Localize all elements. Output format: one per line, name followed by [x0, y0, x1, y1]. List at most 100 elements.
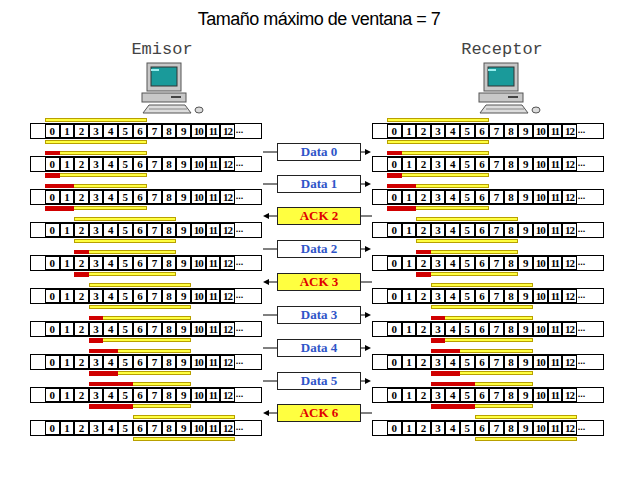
- sequence-cell: 9: [176, 289, 191, 303]
- sequence-cell: 10: [533, 190, 548, 204]
- sequence-cell: 4: [445, 289, 460, 303]
- sequence-cell: 0: [45, 124, 60, 138]
- sequence-cell: 8: [162, 124, 177, 138]
- sent-bar: [89, 338, 104, 343]
- sequence-cell: 11: [206, 322, 221, 336]
- sequence-cell: 1: [402, 355, 417, 369]
- sequence-cell: 12: [220, 190, 235, 204]
- sequence-cell: 5: [118, 190, 133, 204]
- sequence-cell: 6: [475, 190, 490, 204]
- sequence-cell: 4: [103, 190, 118, 204]
- sequence-cell: 6: [475, 157, 490, 171]
- window-bar: [431, 283, 533, 287]
- continuation-dots: ...: [578, 322, 598, 336]
- sent-bar: [89, 382, 133, 386]
- sequence-cell: 4: [103, 322, 118, 336]
- sequence-cell: 6: [133, 223, 148, 237]
- sequence-cell: 3: [89, 124, 104, 138]
- sequence-cell: 11: [548, 256, 563, 270]
- sequence-cell: 3: [89, 223, 104, 237]
- computer-icon: [142, 63, 203, 113]
- sequence-cell: 1: [60, 223, 75, 237]
- sequence-cell: 7: [147, 388, 162, 402]
- sent-bar: [89, 371, 118, 376]
- sequence-cell: 4: [445, 157, 460, 171]
- continuation-dots: ...: [578, 124, 598, 138]
- window-bar: [475, 415, 577, 419]
- sent-bar: [89, 349, 118, 353]
- sequence-cell: 2: [416, 322, 431, 336]
- sequence-cell: 9: [176, 157, 191, 171]
- sequence-cell: 4: [445, 322, 460, 336]
- sequence-cell: 7: [147, 289, 162, 303]
- sequence-cell: 12: [220, 388, 235, 402]
- sequence-cell: 8: [504, 322, 519, 336]
- message-box: Data 2: [277, 240, 361, 258]
- continuation-dots: ...: [236, 256, 256, 270]
- continuation-dots: ...: [236, 322, 256, 336]
- sequence-cell: 4: [103, 124, 118, 138]
- sequence-cell: 1: [402, 256, 417, 270]
- sent-bar: [45, 206, 74, 211]
- sequence-cell: 5: [118, 322, 133, 336]
- sequence-cell: 8: [162, 322, 177, 336]
- sequence-cell: 3: [89, 421, 104, 435]
- window-bar: [45, 173, 147, 177]
- sequence-cell: 0: [45, 223, 60, 237]
- sequence-cell: 0: [387, 289, 402, 303]
- sequence-cell: 6: [475, 322, 490, 336]
- sequence-cell: 6: [133, 157, 148, 171]
- sequence-cell: 10: [533, 322, 548, 336]
- window-bar: [431, 316, 533, 320]
- sequence-cell: 4: [445, 124, 460, 138]
- sequence-cell: 8: [504, 355, 519, 369]
- sequence-cell: 8: [162, 355, 177, 369]
- sequence-cell: 9: [176, 256, 191, 270]
- sequence-cell: 11: [548, 157, 563, 171]
- sequence-cell: 4: [103, 289, 118, 303]
- sequence-cell: 6: [133, 289, 148, 303]
- sequence-cell: 6: [133, 421, 148, 435]
- sequence-cell: 5: [460, 124, 475, 138]
- sent-bar: [45, 151, 60, 155]
- sequence-cell: 8: [162, 289, 177, 303]
- sequence-cell: 4: [445, 190, 460, 204]
- sequence-cell: 4: [445, 223, 460, 237]
- sequence-cell: 6: [475, 256, 490, 270]
- host-label: Emisor: [72, 40, 252, 59]
- sequence-cell: 0: [387, 388, 402, 402]
- window-bar: [133, 437, 235, 441]
- sent-bar: [431, 338, 446, 343]
- sequence-cell: 2: [74, 190, 89, 204]
- sequence-cell: 11: [548, 124, 563, 138]
- sequence-cell: 6: [133, 388, 148, 402]
- sequence-cell: 6: [475, 421, 490, 435]
- sequence-cell: 7: [147, 421, 162, 435]
- window-bar: [89, 316, 191, 320]
- sequence-cell: 10: [191, 256, 206, 270]
- sequence-cell: 1: [60, 190, 75, 204]
- sequence-cell: 12: [220, 124, 235, 138]
- sequence-cell: 9: [518, 388, 533, 402]
- window-bar: [74, 272, 176, 276]
- sequence-cell: 12: [562, 322, 577, 336]
- sequence-cell: 6: [133, 256, 148, 270]
- sequence-cell: 12: [562, 388, 577, 402]
- window-bar: [45, 118, 147, 122]
- sent-bar: [45, 184, 74, 188]
- sequence-cell: 10: [533, 289, 548, 303]
- sequence-cell: 2: [416, 256, 431, 270]
- message-box: ACK 3: [277, 273, 361, 291]
- sequence-cell: 2: [416, 355, 431, 369]
- sequence-cell: 9: [518, 157, 533, 171]
- sequence-cell: 9: [518, 124, 533, 138]
- sequence-cell: 1: [60, 124, 75, 138]
- sequence-cell: 3: [431, 157, 446, 171]
- continuation-dots: ...: [578, 157, 598, 171]
- window-bar: [475, 437, 577, 441]
- sequence-cell: 1: [402, 322, 417, 336]
- continuation-dots: ...: [578, 190, 598, 204]
- sequence-cell: 9: [176, 124, 191, 138]
- sequence-cell: 12: [220, 223, 235, 237]
